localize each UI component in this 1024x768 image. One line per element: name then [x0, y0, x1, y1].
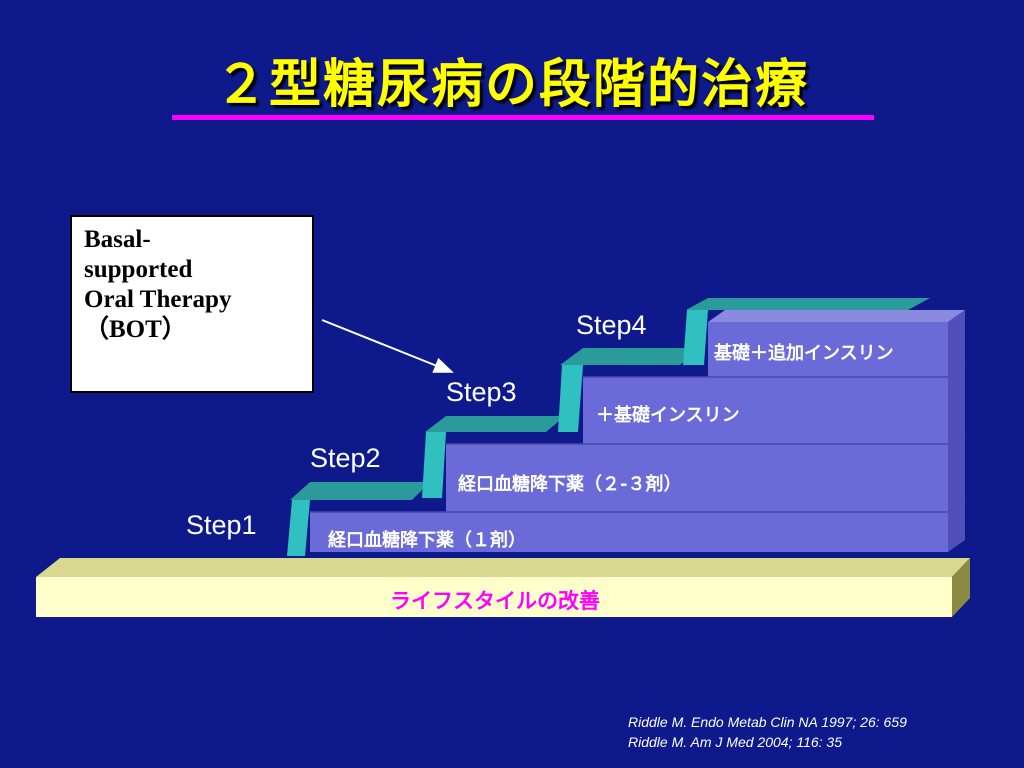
foundation-front: [36, 577, 952, 617]
bar3-front: [583, 377, 948, 444]
bot-line: Basal-: [84, 226, 151, 253]
reference-line: Riddle M. Am J Med 2004; 116: 35: [628, 734, 842, 750]
bot-line: Oral Therapy: [84, 286, 232, 313]
stair-tread-3: [560, 348, 700, 365]
step3-label: Step3: [446, 377, 517, 407]
stair-tread-1: [290, 482, 430, 500]
foundation-top: [36, 558, 970, 577]
bar4-side: [948, 310, 965, 377]
step4-label: Step4: [576, 310, 647, 340]
bot-arrow: [321, 319, 454, 373]
bot-callout-box: Basal- supported Oral Therapy （BOT）: [70, 215, 314, 393]
stair-riser-1: [287, 500, 310, 556]
stair-riser-4: [683, 310, 708, 365]
bar3-side: [948, 365, 965, 444]
stair-tread-4: [686, 298, 930, 310]
slide-title: ２型糖尿病の段階的治療: [214, 55, 809, 115]
stair-riser-2: [422, 432, 446, 498]
stair-tread-2: [425, 416, 565, 432]
bar2-label: 経口血糖降下薬（２-３剤）: [458, 474, 682, 495]
bar4-label: 基礎＋追加インスリン: [714, 343, 894, 364]
foundation-side: [952, 558, 970, 617]
bar1-front: [310, 512, 948, 552]
references: Riddle M. Endo Metab Clin NA 1997; 26: 6…: [628, 712, 907, 752]
bar2-side: [948, 432, 965, 512]
title-underline: [172, 115, 874, 120]
bot-line: （BOT）: [84, 316, 187, 343]
step1-label: Step1: [186, 510, 257, 540]
foundation-label: ライフスタイルの改善: [390, 589, 600, 613]
bar1-label: 経口血糖降下薬（１剤）: [328, 530, 526, 551]
bar4-top: [708, 310, 965, 322]
bar1-side: [948, 500, 965, 552]
bar3-label: ＋基礎インスリン: [596, 405, 740, 426]
stair-riser-3: [558, 365, 583, 432]
reference-line: Riddle M. Endo Metab Clin NA 1997; 26: 6…: [628, 714, 907, 730]
step2-label: Step2: [310, 443, 381, 473]
bar4-front: [708, 322, 948, 377]
bar2-front: [446, 444, 948, 512]
bot-line: supported: [84, 256, 193, 283]
